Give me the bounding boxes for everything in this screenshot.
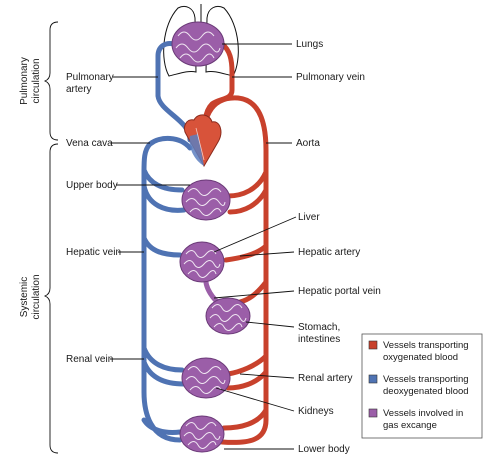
label-lower-body: Lower body bbox=[298, 444, 350, 455]
label-vena-cava: Vena cava bbox=[66, 138, 113, 149]
label-upper-body: Upper body bbox=[66, 180, 118, 191]
hepatic-vein-vessel bbox=[141, 235, 183, 258]
hepatic-artery-vessel bbox=[223, 243, 269, 263]
pulmonary-bracket: Pulmonary circulation bbox=[19, 21, 59, 141]
legend: Vessels transporting oxygenated blood Ve… bbox=[361, 333, 483, 439]
kidney-capillary-bed bbox=[181, 357, 231, 399]
pulmonary-bracket-label-1: Pulmonary bbox=[19, 57, 30, 105]
systemic-bracket-label-2: circulation bbox=[31, 274, 42, 319]
pulmonary-bracket-label-2: circulation bbox=[31, 58, 42, 103]
legend-swatch-deoxygenated bbox=[368, 374, 378, 384]
pulmonary-artery-vessel bbox=[155, 41, 193, 143]
upper-body-capillary-bed bbox=[181, 179, 231, 221]
deoxygenated-vessels bbox=[141, 41, 193, 443]
heart-illustration bbox=[183, 114, 222, 168]
stomach-capillary-bed bbox=[205, 297, 251, 335]
lower-body-capillary-bed bbox=[179, 415, 225, 453]
legend-swatch-oxygenated bbox=[368, 340, 378, 350]
legend-swatch-exchange bbox=[368, 408, 378, 418]
legend-box bbox=[361, 333, 483, 439]
liver-capillary-bed bbox=[179, 241, 225, 283]
systemic-bracket: Systemic circulation bbox=[19, 143, 59, 454]
legend-exchange-line-1: Vessels involved in bbox=[383, 408, 463, 419]
aorta-vessel bbox=[201, 95, 269, 445]
legend-oxygenated-line-2: oxygenated blood bbox=[383, 352, 458, 363]
right-labels: Lungs Pulmonary vein Aorta Liver Hepatic… bbox=[213, 39, 381, 455]
label-stomach-intestines-1: Stomach, bbox=[298, 322, 340, 333]
oxygenated-vessels bbox=[201, 41, 269, 445]
legend-oxygenated-line-1: Vessels transporting bbox=[383, 340, 469, 351]
label-stomach-intestines-2: intestines bbox=[298, 334, 340, 345]
label-aorta: Aorta bbox=[296, 138, 320, 149]
label-liver: Liver bbox=[298, 212, 320, 223]
lung-capillary-bed bbox=[171, 21, 225, 67]
systemic-bracket-label-1: Systemic bbox=[19, 277, 30, 318]
legend-exchange-line-2: gas excange bbox=[383, 420, 437, 431]
label-pulmonary-vein: Pulmonary vein bbox=[296, 72, 365, 83]
label-pulmonary-artery-2: artery bbox=[66, 84, 92, 95]
label-pulmonary-artery-1: Pulmonary bbox=[66, 72, 114, 83]
label-hepatic-artery: Hepatic artery bbox=[298, 247, 360, 258]
legend-deoxygenated-line-1: Vessels transporting bbox=[383, 374, 469, 385]
label-hepatic-portal-vein: Hepatic portal vein bbox=[298, 286, 381, 297]
renal-artery-vessel bbox=[225, 353, 269, 377]
label-kidneys: Kidneys bbox=[298, 406, 334, 417]
legend-deoxygenated-line-2: deoxygenated blood bbox=[383, 386, 469, 397]
renal-vein-vessel bbox=[141, 345, 185, 373]
label-renal-artery: Renal artery bbox=[298, 373, 352, 384]
capillary-beds bbox=[171, 21, 251, 453]
left-labels: Pulmonary artery Vena cava Upper body He… bbox=[66, 72, 190, 365]
label-hepatic-vein: Hepatic vein bbox=[66, 247, 121, 258]
label-renal-vein: Renal vein bbox=[66, 354, 113, 365]
label-lungs: Lungs bbox=[296, 39, 323, 50]
